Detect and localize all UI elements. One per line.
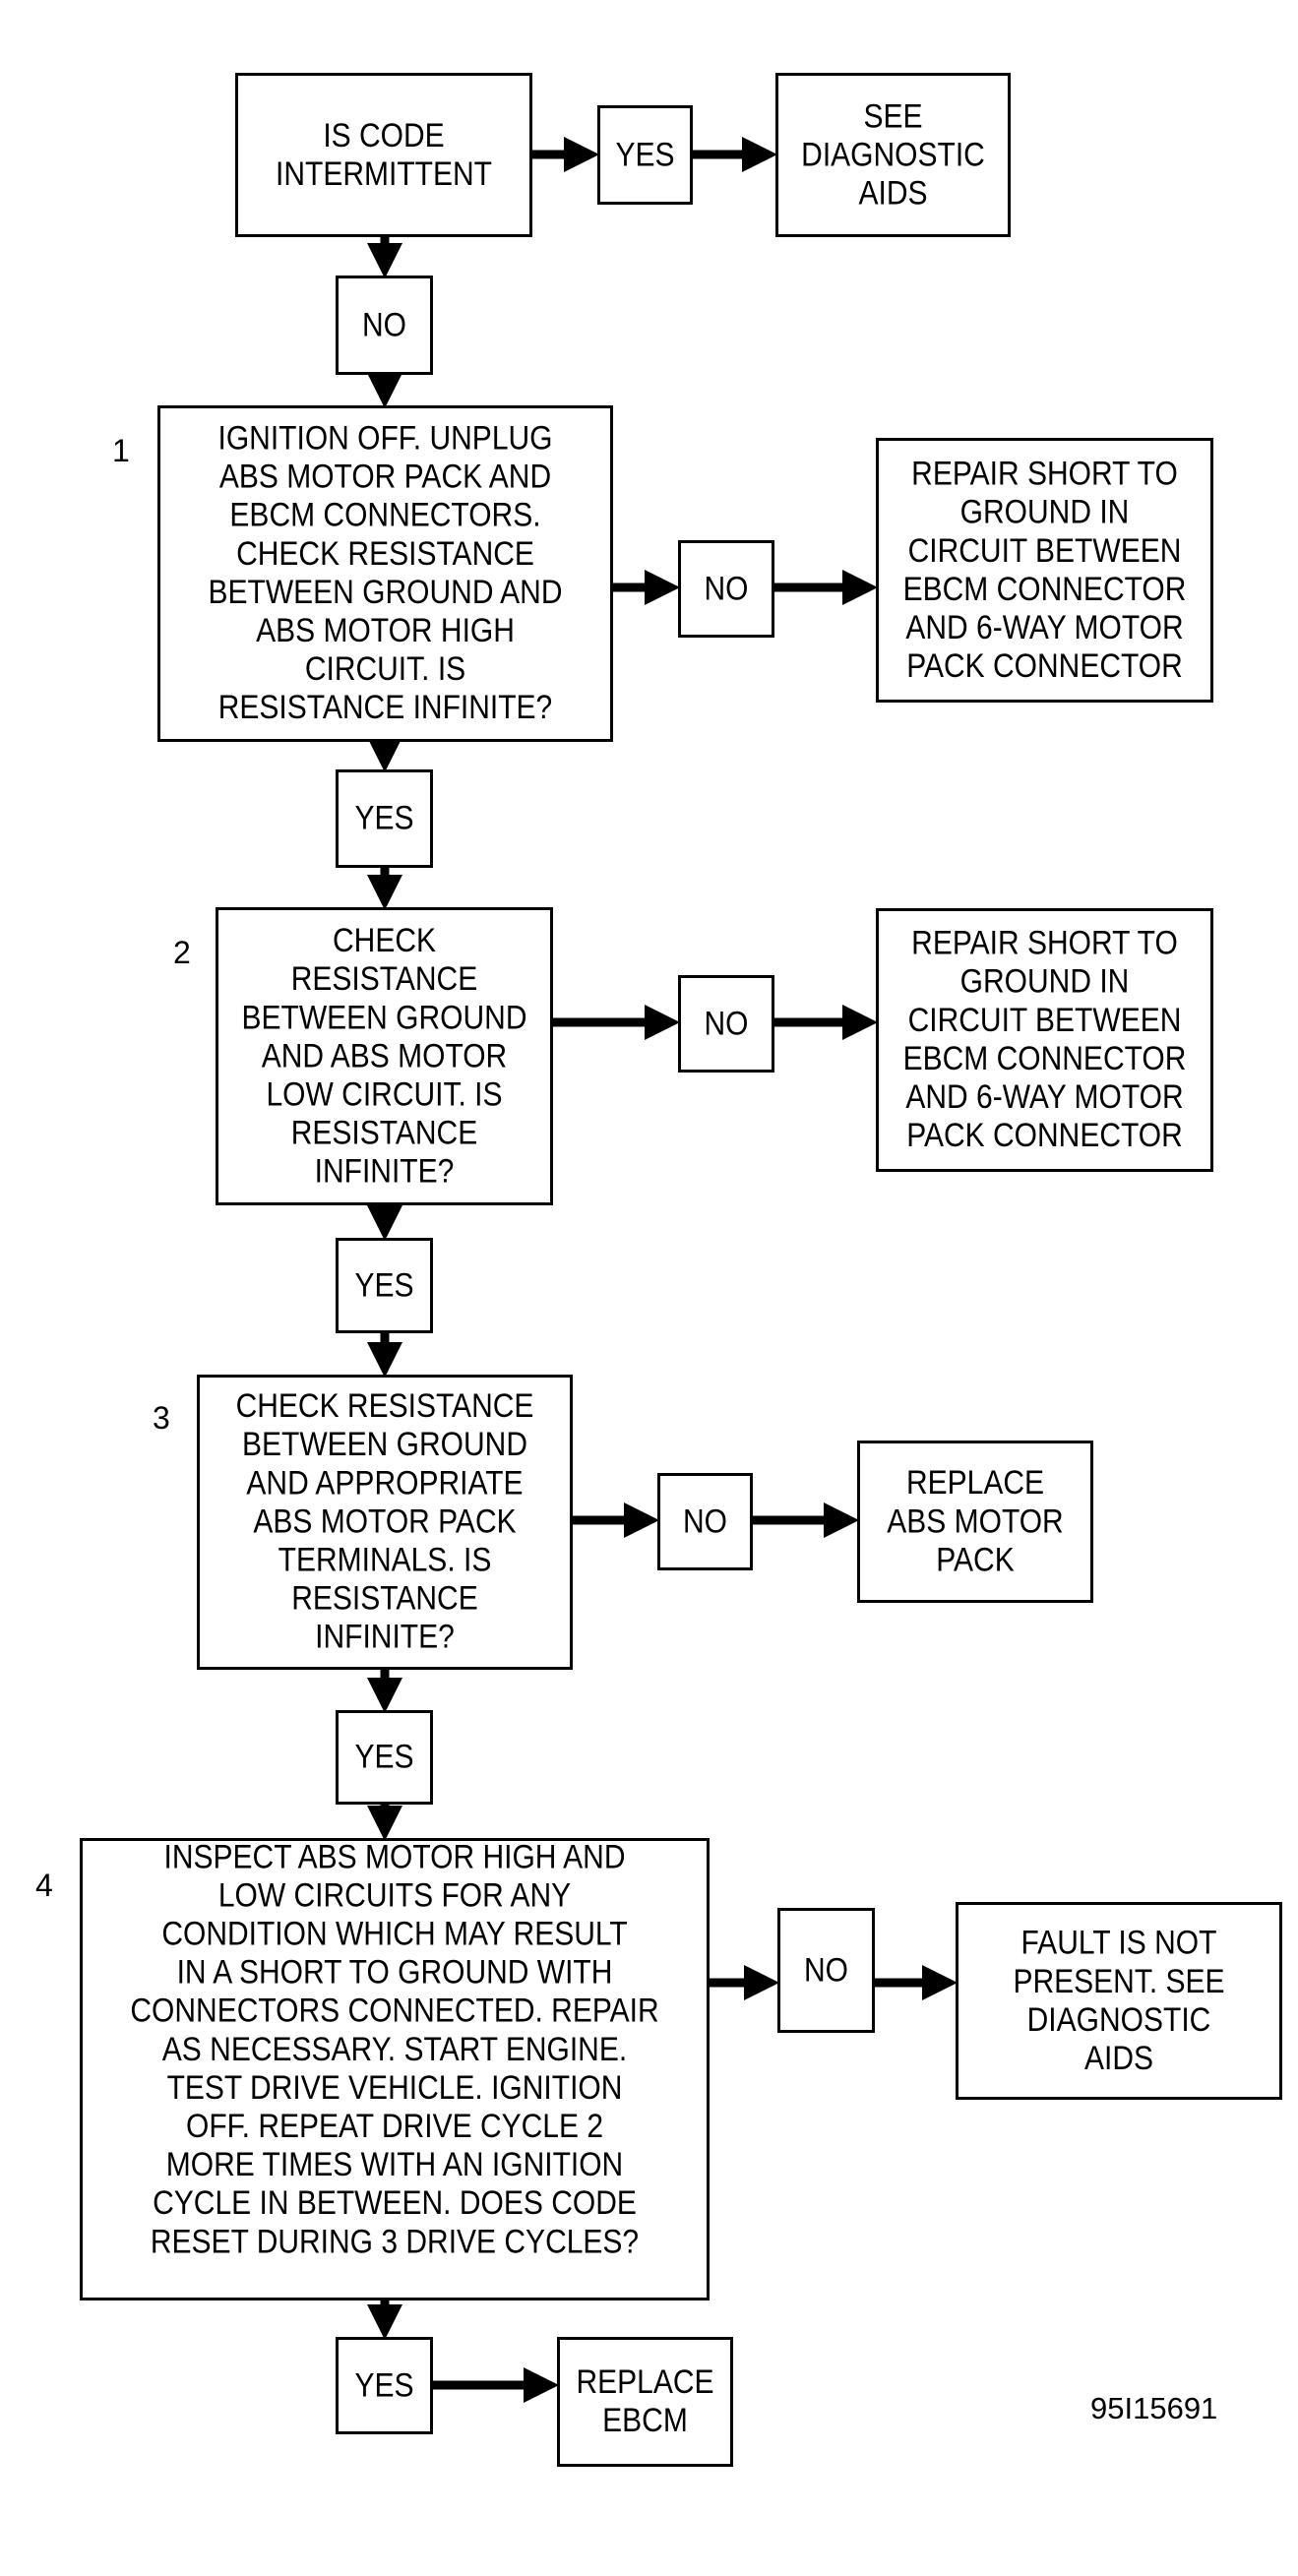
result-text: SEE DIAGNOSTIC AIDS	[801, 96, 985, 212]
no-label: NO	[683, 1502, 727, 1540]
see-diagnostic-aids-box: SEE DIAGNOSTIC AIDS	[775, 73, 1011, 237]
step-3-box: CHECK RESISTANCE BETWEEN GROUND AND APPR…	[197, 1375, 573, 1670]
step-1-box: IGNITION OFF. UNPLUG ABS MOTOR PACK AND …	[157, 405, 613, 742]
no-box: NO	[657, 1473, 753, 1570]
step-1-text: IGNITION OFF. UNPLUG ABS MOTOR PACK AND …	[208, 419, 563, 727]
no-box: NO	[777, 1908, 875, 2033]
yes-box: YES	[336, 1238, 433, 1333]
yes-label: YES	[354, 2365, 414, 2404]
replace-ebcm-box: REPLACE EBCM	[557, 2337, 733, 2467]
figure-id: 95I15691	[1090, 2391, 1218, 2425]
yes-label: YES	[615, 135, 675, 173]
start-question-box: IS CODE INTERMITTENT	[235, 73, 532, 237]
yes-box: YES	[597, 105, 693, 205]
yes-label: YES	[354, 799, 414, 837]
replace-abs-motor-pack-box: REPLACE ABS MOTOR PACK	[857, 1441, 1093, 1603]
repair-short-box: REPAIR SHORT TO GROUND IN CIRCUIT BETWEE…	[876, 908, 1213, 1172]
result-text: REPAIR SHORT TO GROUND IN CIRCUIT BETWEE…	[902, 924, 1187, 1155]
step-4-text: INSPECT ABS MOTOR HIGH AND LOW CIRCUITS …	[130, 1838, 659, 2261]
start-question-text: IS CODE INTERMITTENT	[276, 116, 492, 193]
no-label: NO	[362, 305, 406, 343]
no-box: NO	[678, 975, 774, 1073]
no-box: NO	[678, 540, 774, 638]
yes-box: YES	[336, 1710, 433, 1805]
step-2-box: CHECK RESISTANCE BETWEEN GROUND AND ABS …	[216, 907, 553, 1205]
result-text: FAULT IS NOT PRESENT. SEE DIAGNOSTIC AID…	[1013, 1924, 1225, 2077]
no-label: NO	[804, 1950, 848, 1989]
step-number-3: 3	[153, 1400, 170, 1436]
result-text: REPLACE EBCM	[576, 2362, 714, 2439]
yes-label: YES	[354, 1265, 414, 1304]
fault-not-present-box: FAULT IS NOT PRESENT. SEE DIAGNOSTIC AID…	[956, 1902, 1282, 2100]
step-number-1: 1	[112, 433, 130, 468]
no-box: NO	[336, 276, 433, 375]
no-label: NO	[704, 1004, 749, 1042]
yes-box: YES	[336, 769, 433, 868]
repair-short-box: REPAIR SHORT TO GROUND IN CIRCUIT BETWEE…	[876, 438, 1213, 703]
yes-box: YES	[336, 2337, 433, 2434]
yes-label: YES	[354, 1738, 414, 1776]
result-text: REPAIR SHORT TO GROUND IN CIRCUIT BETWEE…	[902, 455, 1187, 685]
step-3-text: CHECK RESISTANCE BETWEEN GROUND AND APPR…	[235, 1387, 534, 1656]
result-text: REPLACE ABS MOTOR PACK	[887, 1463, 1064, 1578]
step-4-box: INSPECT ABS MOTOR HIGH AND LOW CIRCUITS …	[80, 1838, 710, 2300]
step-number-2: 2	[173, 935, 191, 970]
no-label: NO	[704, 569, 749, 607]
step-2-text: CHECK RESISTANCE BETWEEN GROUND AND ABS …	[241, 921, 527, 1191]
step-number-4: 4	[35, 1868, 53, 1903]
